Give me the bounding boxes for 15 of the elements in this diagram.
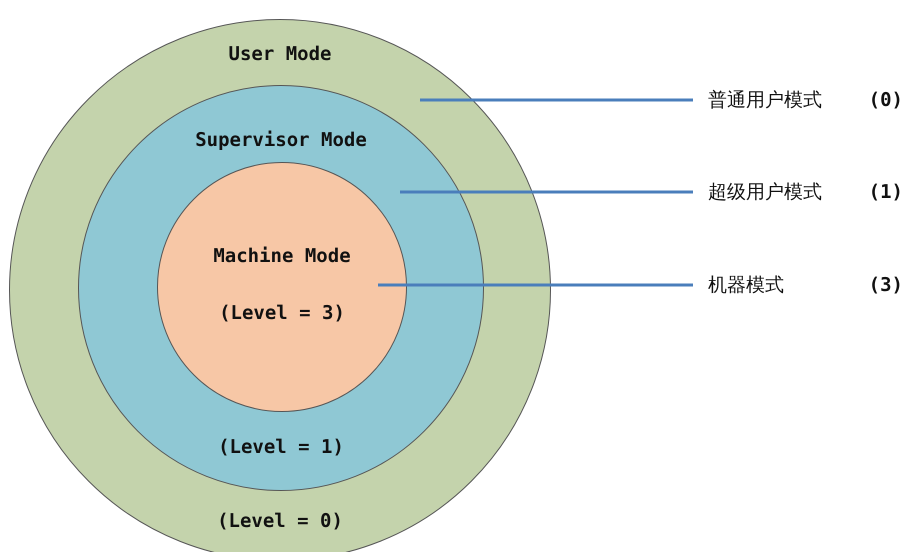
leader-line (400, 190, 693, 194)
level-number: (0) (868, 88, 903, 113)
mode-name: Supervisor Mode (195, 129, 367, 151)
mode-label: 普通用户模式 (708, 88, 822, 113)
level-number: (3) (868, 273, 903, 298)
mode-name: Machine Mode (213, 245, 351, 267)
leader-line (378, 284, 693, 286)
level-label: (Level = 3) (219, 302, 345, 324)
mode-label: 超级用户模式 (708, 180, 822, 205)
level-label: (Level = 1) (218, 436, 344, 458)
leader-line (420, 98, 693, 102)
mode-name: User Mode (228, 43, 332, 65)
mode-label: 机器模式 (708, 273, 784, 298)
level-label: (Level = 0) (217, 510, 343, 532)
level-number: (1) (868, 180, 903, 205)
